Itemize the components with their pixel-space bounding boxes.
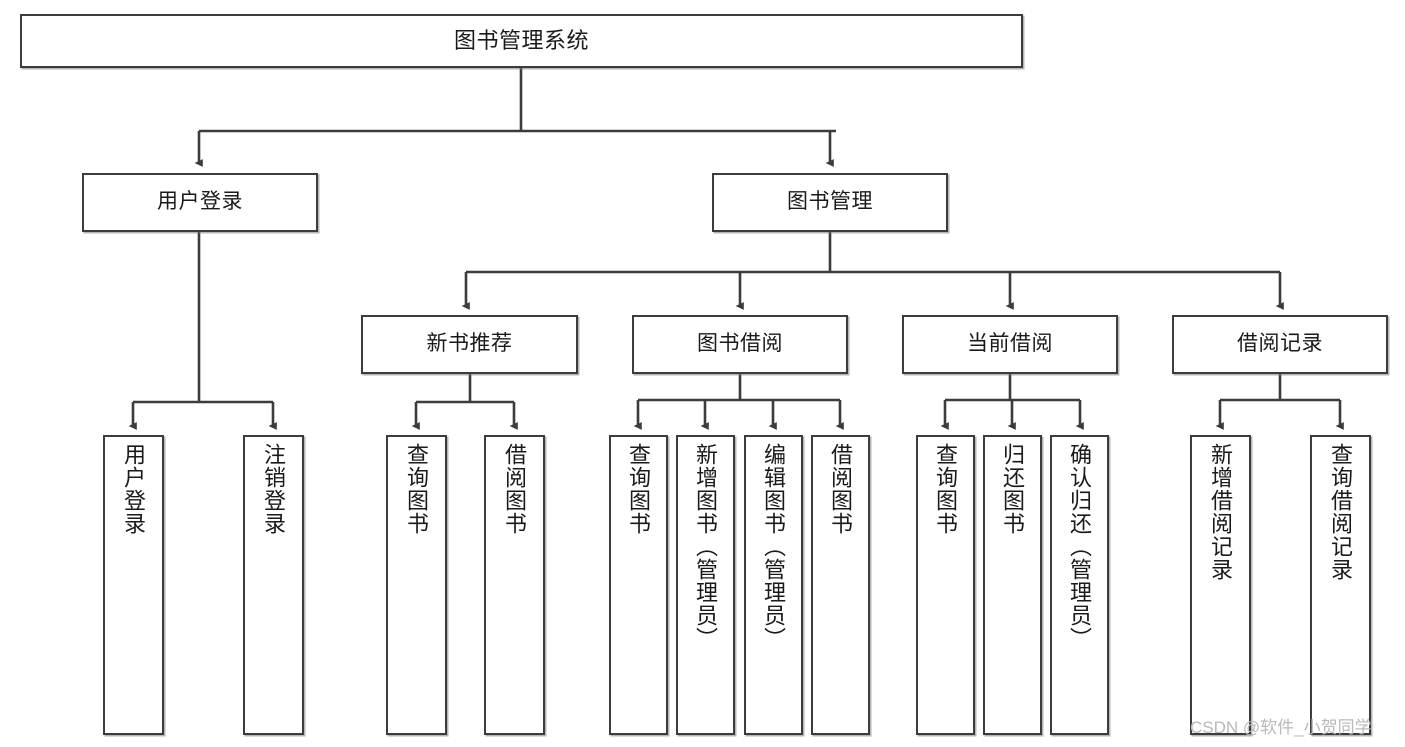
- node-book-borrow[interactable]: 图书借阅: [632, 315, 848, 374]
- node-new-book-recommend[interactable]: 新书推荐: [361, 315, 578, 374]
- leaf-book-borrow-query[interactable]: 查询图书: [609, 435, 668, 735]
- leaf-current-borrow-confirm-return[interactable]: 确认归还（管理员）: [1050, 435, 1109, 735]
- node-label: 图书管理: [787, 190, 873, 214]
- leaf-current-borrow-return[interactable]: 归还图书: [983, 435, 1042, 735]
- leaf-book-borrow-edit[interactable]: 编辑图书（管理员）: [744, 435, 803, 735]
- csdn-watermark: CSDN @软件_小贺同学: [1190, 718, 1372, 737]
- leaf-borrow-record-query[interactable]: 查询借阅记录: [1310, 435, 1371, 735]
- node-label: 编辑图书（管理员）: [761, 443, 787, 650]
- node-label: 图书管理系统: [453, 28, 589, 54]
- leaf-user-login-login[interactable]: 用户登录: [103, 435, 164, 735]
- node-borrow-record[interactable]: 借阅记录: [1172, 315, 1388, 374]
- node-label: 查询图书: [626, 443, 652, 535]
- node-label: 借阅图书: [502, 443, 528, 535]
- node-label: 查询图书: [404, 443, 430, 535]
- node-user-login[interactable]: 用户登录: [82, 173, 318, 232]
- node-label: 用户登录: [121, 443, 147, 535]
- node-book-management[interactable]: 图书管理: [712, 173, 948, 232]
- node-label: 确认归还（管理员）: [1067, 443, 1093, 650]
- node-label: 查询借阅记录: [1328, 443, 1354, 581]
- node-label: 借阅图书: [828, 443, 854, 535]
- node-label: 用户登录: [157, 190, 243, 214]
- node-current-borrow[interactable]: 当前借阅: [902, 315, 1118, 374]
- node-label: 归还图书: [1000, 443, 1026, 535]
- leaf-borrow-record-add[interactable]: 新增借阅记录: [1190, 435, 1251, 735]
- node-label: 新书推荐: [426, 332, 513, 356]
- node-label: 借阅记录: [1237, 332, 1323, 356]
- node-label: 新增借阅记录: [1208, 443, 1234, 581]
- node-label: 查询图书: [933, 443, 959, 535]
- leaf-book-borrow-add[interactable]: 新增图书（管理员）: [676, 435, 735, 735]
- node-label: 当前借阅: [967, 332, 1053, 356]
- node-label: 新增图书（管理员）: [693, 443, 719, 650]
- leaf-book-borrow-borrow[interactable]: 借阅图书: [811, 435, 870, 735]
- leaf-current-borrow-query[interactable]: 查询图书: [916, 435, 975, 735]
- node-label: 图书借阅: [697, 332, 783, 356]
- leaf-user-login-logout[interactable]: 注销登录: [243, 435, 304, 735]
- node-root-system[interactable]: 图书管理系统: [20, 14, 1023, 68]
- leaf-new-book-query[interactable]: 查询图书: [386, 435, 447, 735]
- leaf-new-book-borrow[interactable]: 借阅图书: [484, 435, 545, 735]
- node-label: 注销登录: [261, 443, 287, 535]
